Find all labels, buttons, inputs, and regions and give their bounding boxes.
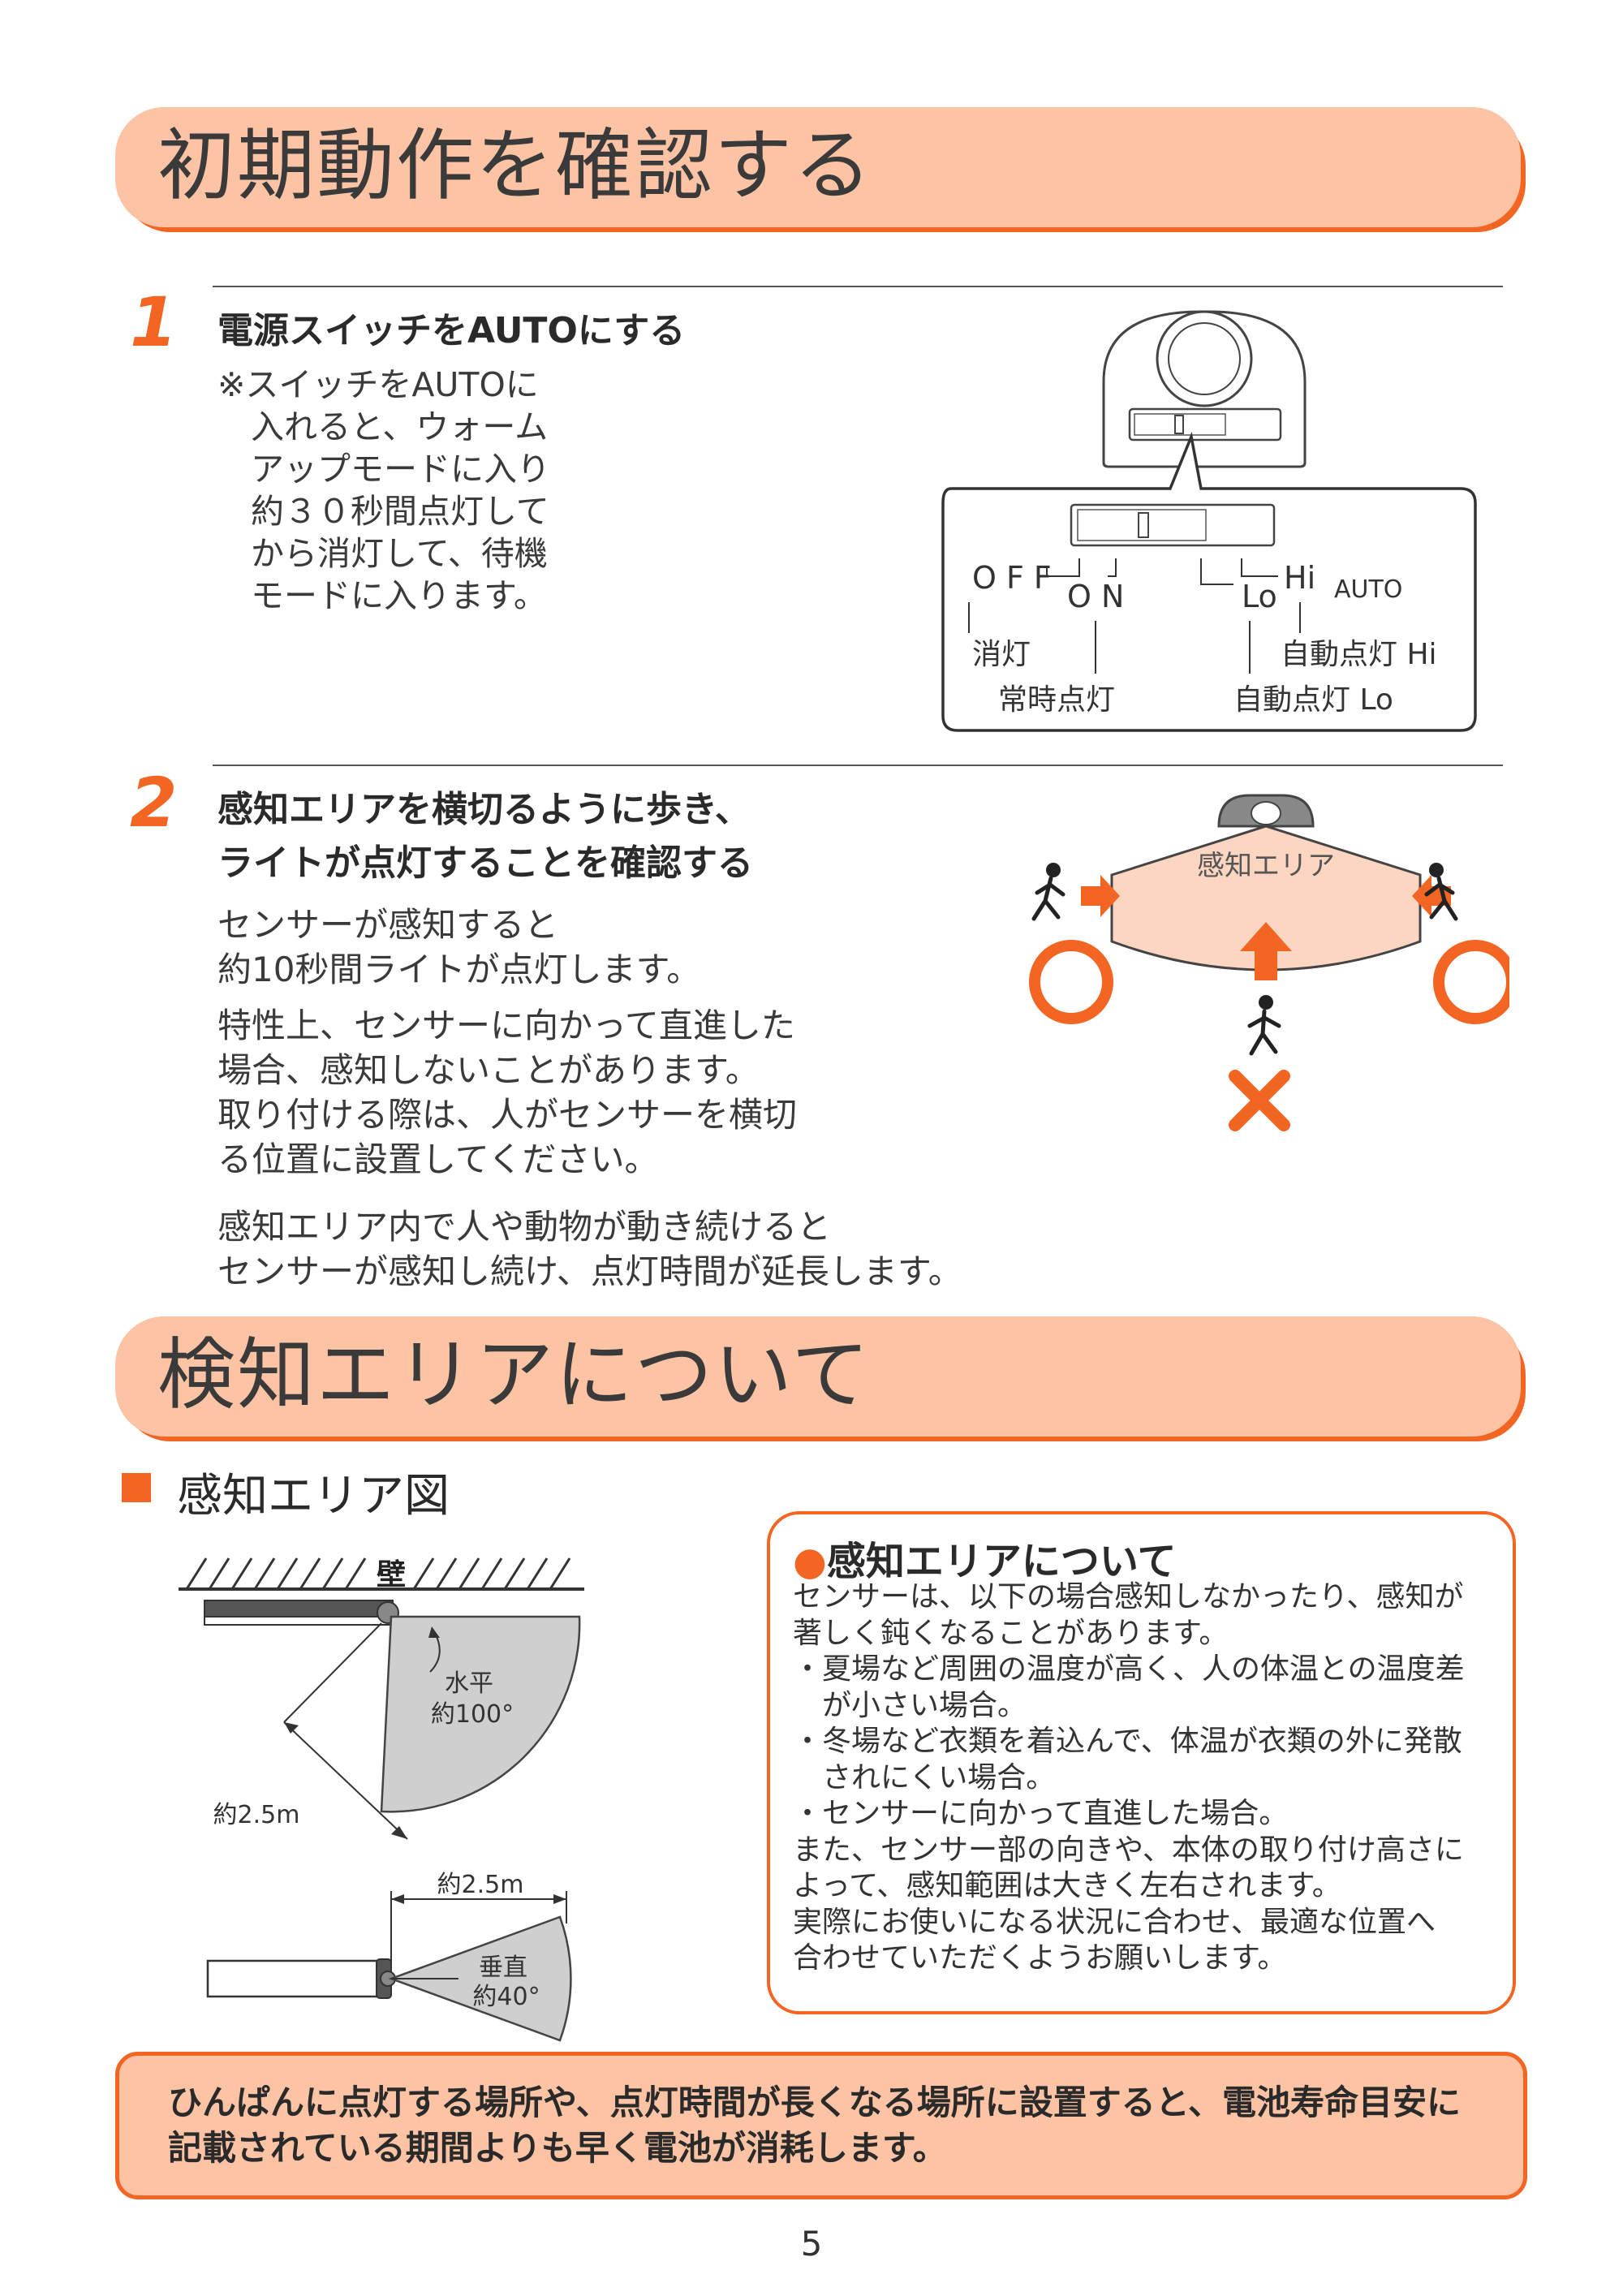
divider <box>213 765 1503 766</box>
bullet-square-icon <box>122 1473 151 1502</box>
info-title: 感知エリアについて <box>826 1539 1177 1584</box>
section-title: 検知エリアについて <box>157 1329 872 1420</box>
warning-box: ひんぱんに点灯する場所や、点灯時間が長くなる場所に設置すると、電池寿命目安に 記… <box>115 2052 1527 2199</box>
horizontal-label: 水平 <box>445 1669 493 1698</box>
step-number: 1 <box>130 282 178 362</box>
ok-circle-icon <box>1029 940 1113 1024</box>
distance-label-horizontal: 約2.5m <box>213 1801 300 1829</box>
vertical-angle: 約40° <box>472 1983 540 2011</box>
section-banner-detection-area: 検知エリアについて <box>115 1316 1526 1441</box>
step-heading-line2: ライトが点灯することを確認する <box>217 842 753 884</box>
ok-circle-icon <box>1433 940 1509 1024</box>
switch-label-off: O F F <box>972 560 1052 596</box>
area-label: 感知エリア <box>1197 850 1335 882</box>
distance-label-vertical: 約2.5m <box>437 1871 524 1899</box>
ng-cross-icon <box>1229 1070 1290 1131</box>
switch-desc-off: 消灯 <box>972 638 1031 671</box>
step-number: 2 <box>130 763 178 842</box>
step2-paragraph-1: センサーが感知すると 約10秒間ライトが点灯します。 <box>217 905 701 989</box>
info-box-detection: ●感知エリアについて センサーは、以下の場合感知しなかったり、感知が 著しく鈍く… <box>767 1511 1516 2014</box>
step-heading-line1: 感知エリアを横切るように歩き、 <box>217 789 751 830</box>
walking-person-icon <box>1031 863 1065 921</box>
switch-label-auto: AUTO <box>1334 575 1402 604</box>
step2-paragraph-2: 特性上、センサーに向かって直進した 場合、感知しないことがあります。 取り付ける… <box>217 1006 798 1179</box>
warning-text: ひんぱんに点灯する場所や、点灯時間が長くなる場所に設置すると、電池寿命目安に 記… <box>168 2083 1462 2168</box>
step-heading: 電源スイッチをAUTOにする <box>217 310 686 351</box>
switch-illustration: O F F O N Lo Hi AUTO 消灯 常時点灯 自動点灯 Hi 自動点… <box>941 310 1477 732</box>
walking-person-icon <box>1424 863 1458 921</box>
section-banner-initial-check: 初期動作を確認する <box>115 107 1526 232</box>
switch-label-on: O N <box>1067 579 1124 614</box>
bullet-dot-icon: ● <box>793 1539 827 1584</box>
area-diagram-heading: 感知エリア図 <box>177 1470 450 1523</box>
switch-label-lo: Lo <box>1242 579 1277 614</box>
horizontal-angle: 約100° <box>431 1700 514 1729</box>
section-title: 初期動作を確認する <box>157 120 873 211</box>
switch-label-hi: Hi <box>1284 560 1315 596</box>
switch-desc-on: 常時点灯 <box>998 683 1115 717</box>
info-body: センサーは、以下の場合感知しなかったり、感知が 著しく鈍くなることがあります。 … <box>793 1580 1465 1975</box>
step-note: ※スイッチをAUTOに 入れると、ウォーム アップモードに入り 約３０秒間点灯し… <box>217 365 550 615</box>
walking-person-icon <box>1247 995 1281 1056</box>
switch-desc-hi: 自動点灯 Hi <box>1281 638 1437 671</box>
divider <box>213 286 1503 287</box>
detection-range-diagram: 壁 水平 約100° 約2.5m 約2.5m 垂直 約40° <box>179 1553 584 2042</box>
vertical-label: 垂直 <box>479 1954 527 1982</box>
wall-label: 壁 <box>377 1558 406 1592</box>
detection-area-illustration: 感知エリア <box>1029 794 1509 1131</box>
page-number: 5 <box>800 2224 823 2264</box>
switch-desc-lo: 自動点灯 Lo <box>1233 683 1393 717</box>
step2-paragraph-3: 感知エリア内で人や動物が動き続けると センサーが感知し続け、点灯時間が延長します… <box>217 1207 962 1291</box>
